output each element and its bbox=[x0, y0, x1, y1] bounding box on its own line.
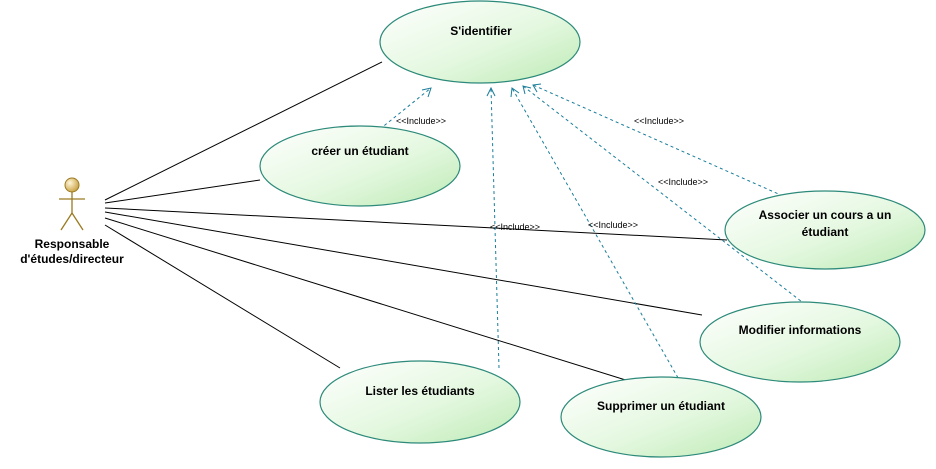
association-identifier bbox=[104, 61, 383, 201]
include-arrowhead-creer bbox=[421, 87, 432, 98]
use-case-modifier-informations-label: Modifier informations bbox=[739, 323, 862, 337]
use-case-supprimer-etudiant[interactable]: Supprimer un étudiant bbox=[560, 376, 762, 458]
include-labels: <<Include>> <<Include>> <<Include>> <<In… bbox=[396, 116, 708, 232]
association-supprimer bbox=[104, 217, 633, 383]
use-case-creer-etudiant-label: créer un étudiant bbox=[311, 144, 408, 158]
actor-label-line-1: Responsable bbox=[35, 237, 110, 251]
associations bbox=[104, 61, 728, 383]
include-line-lister bbox=[490, 87, 500, 369]
include-label-associer: <<Include>> bbox=[634, 116, 684, 126]
actor-left-leg bbox=[60, 212, 73, 231]
include-label-lister: <<Include>> bbox=[490, 222, 540, 232]
include-label-creer: <<Include>> bbox=[396, 116, 446, 126]
include-arrowhead-associer bbox=[532, 83, 542, 93]
use-case-creer-etudiant[interactable]: créer un étudiant bbox=[259, 125, 461, 207]
use-case-identifier[interactable]: S'identifier bbox=[379, 0, 581, 84]
use-case-associer-cours-label-2: étudiant bbox=[802, 225, 849, 239]
use-case-lister-etudiants[interactable]: Lister les étudiants bbox=[319, 360, 521, 444]
use-case-modifier-informations[interactable]: Modifier informations bbox=[699, 301, 901, 383]
actor-right-leg bbox=[71, 212, 84, 231]
actor-figure[interactable] bbox=[59, 177, 85, 231]
include-dependencies bbox=[374, 83, 816, 384]
include-line-creer bbox=[374, 87, 432, 134]
association-creer bbox=[104, 179, 261, 204]
include-arrowhead-supprimer bbox=[510, 87, 520, 98]
association-associer bbox=[104, 207, 728, 241]
use-case-identifier-label: S'identifier bbox=[450, 24, 512, 38]
actor-label-line-2: d'études/directeur bbox=[20, 252, 124, 266]
use-case-lister-etudiants-label: Lister les étudiants bbox=[365, 384, 475, 398]
include-label-supprimer: <<Include>> bbox=[588, 220, 638, 230]
use-case-supprimer-etudiant-label: Supprimer un étudiant bbox=[597, 399, 725, 413]
include-label-modifier: <<Include>> bbox=[658, 177, 708, 187]
include-arrowhead-modifier bbox=[522, 85, 532, 95]
include-line-modifier bbox=[522, 85, 816, 313]
include-line-supprimer bbox=[511, 87, 682, 384]
use-case-associer-cours-label-1: Associer un cours a un bbox=[759, 208, 892, 222]
association-modifier bbox=[104, 211, 703, 316]
actor-head-icon bbox=[64, 177, 80, 193]
association-lister bbox=[104, 224, 341, 369]
include-arrowhead-lister bbox=[486, 86, 496, 97]
use-case-associer-cours[interactable]: Associer un cours a un étudiant bbox=[724, 190, 926, 270]
